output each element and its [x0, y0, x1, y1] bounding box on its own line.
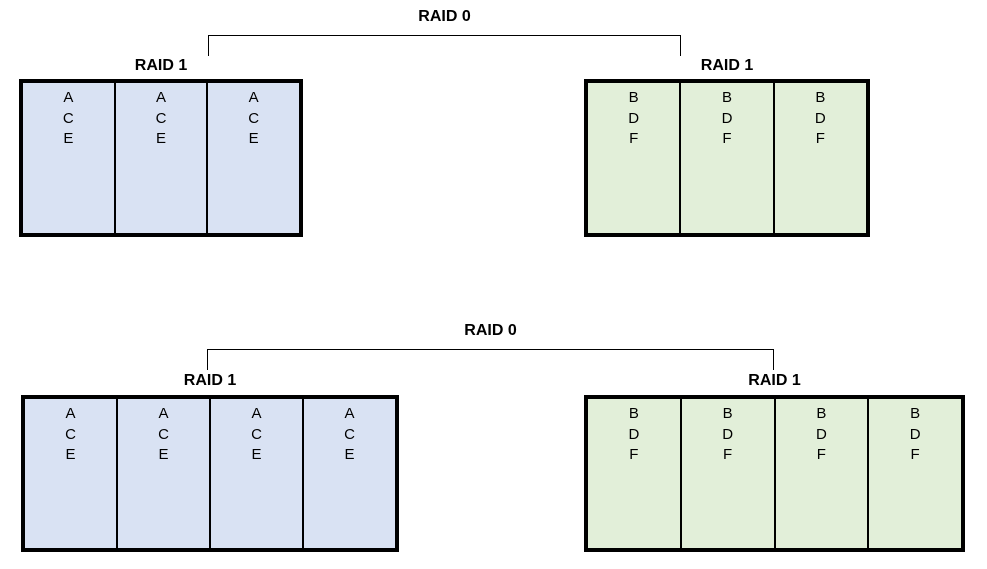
raid1-mirror-box-bottom-left: A C E A C E A C E A C E	[21, 395, 399, 552]
raid0-bracket-bottom	[207, 349, 774, 370]
disk-column: A C E	[116, 399, 209, 548]
disk-column: B D F	[679, 83, 772, 233]
disk-column: A C E	[209, 399, 302, 548]
disk-column: B D F	[679, 399, 774, 548]
raid0-bracket-top	[208, 35, 681, 56]
disk-column: B D F	[628, 89, 640, 147]
raid0-label-top: RAID 0	[418, 8, 471, 25]
disk-column: B D F	[772, 83, 866, 233]
raid1-mirror-box-bottom-right: B D F B D F B D F B D F	[584, 395, 965, 552]
disk-column: A C E	[113, 83, 207, 233]
disk-column: B D F	[867, 399, 961, 548]
raid0-label-bottom: RAID 0	[464, 322, 517, 339]
disk-column: A C E	[302, 399, 395, 548]
raid1-mirror-box-top-right: B D F B D F B D F	[584, 79, 870, 237]
raid1-mirror-box-top-left: A C E A C E A C E	[19, 79, 303, 237]
raid1-label-bottom-right: RAID 1	[748, 372, 801, 389]
disk-column: B D F	[628, 405, 640, 463]
raid1-label-bottom-left: RAID 1	[183, 372, 237, 389]
raid1-label-top-right: RAID 1	[700, 57, 754, 74]
disk-column: A C E	[65, 405, 76, 463]
disk-column: A C E	[206, 83, 299, 233]
raid1-label-top-left: RAID 1	[134, 57, 188, 74]
disk-column: B D F	[773, 399, 868, 548]
disk-column: A C E	[62, 89, 74, 147]
